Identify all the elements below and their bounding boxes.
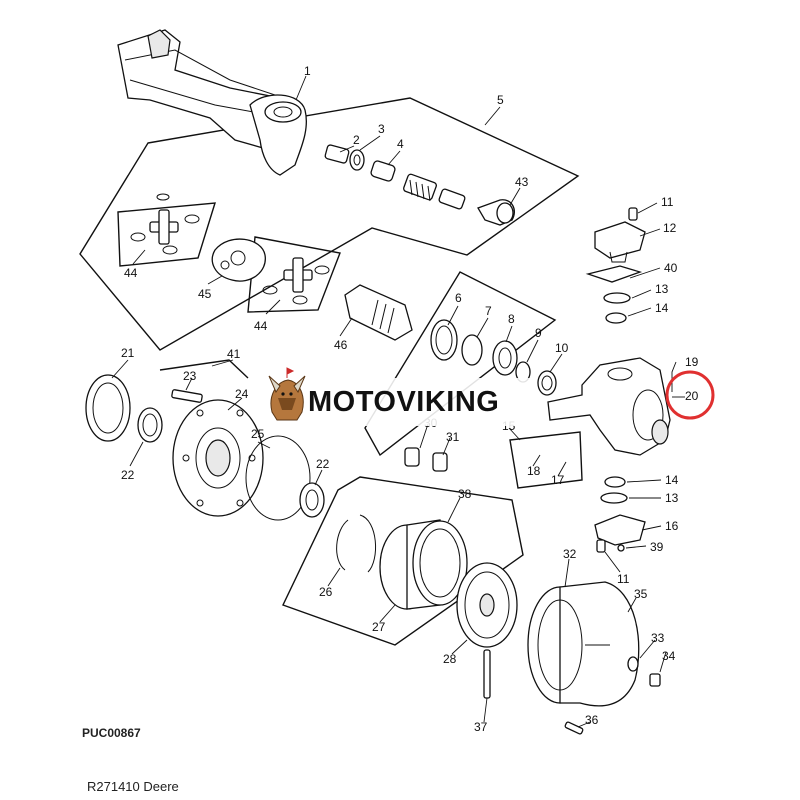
callout-5: 5: [497, 93, 504, 107]
frame-hardware: [509, 431, 583, 489]
callout-37: 37: [474, 720, 488, 734]
callout-8: 8: [508, 312, 515, 326]
callout-23: 23: [183, 369, 197, 383]
callout-46: 46: [334, 338, 348, 352]
callout-10: 10: [555, 341, 569, 355]
callout-31: 31: [446, 430, 460, 444]
callout-19: 19: [685, 355, 699, 369]
planetary-parts: [336, 447, 518, 699]
frame-ujoint-lower: [247, 236, 341, 313]
frame-driveshaft: [79, 97, 580, 351]
u-joints: [130, 193, 413, 341]
frame-bearing-set: [364, 271, 557, 457]
callout-12: 12: [663, 221, 677, 235]
callout-22-left: 22: [121, 468, 135, 482]
callout-25: 25: [251, 427, 265, 441]
hub-assembly: [85, 374, 325, 521]
leader-lines: [111, 75, 685, 728]
callout-18: 18: [527, 464, 541, 478]
bearing-set: [430, 319, 557, 396]
watermark: MOTOVIKING: [262, 367, 532, 426]
callout-1: 1: [304, 64, 311, 78]
callout-13-upper: 13: [655, 282, 669, 296]
callout-33: 33: [651, 631, 665, 645]
callout-11-lower: 11: [617, 572, 630, 586]
highlight-circle: [665, 370, 715, 420]
callout-3: 3: [378, 122, 385, 136]
callout-4: 4: [397, 137, 404, 151]
callout-9: 9: [535, 326, 542, 340]
callout-28: 28: [443, 652, 457, 666]
frame-planetary: [282, 476, 524, 646]
callout-20: 20: [685, 389, 699, 403]
callout-34: 34: [662, 649, 676, 663]
callout-22-right: 22: [316, 457, 330, 471]
callout-32: 32: [563, 547, 577, 561]
diagram-id-code: PUC00867: [82, 726, 141, 740]
steering-knuckle: [547, 207, 671, 553]
callout-27: 27: [372, 620, 386, 634]
callout-14-upper: 14: [655, 301, 669, 315]
callout-labels: 1 2 3 4 5 43 44 45 44 46 6 7 8 9 10 11 1…: [121, 64, 699, 734]
watermark-text: MOTOVIKING: [308, 386, 499, 418]
driveshaft-parts: [324, 144, 515, 226]
callout-16: 16: [665, 519, 679, 533]
callout-36: 36: [585, 713, 599, 727]
frame-ujoint-upper: [117, 202, 216, 267]
callout-35: 35: [634, 587, 648, 601]
callout-7: 7: [485, 304, 492, 318]
part-number-footer: R271410 Deere: [87, 779, 179, 794]
callout-6: 6: [455, 291, 462, 305]
planetary-housing: [527, 581, 661, 735]
frame-hub-bracket: [159, 359, 249, 379]
assembly-frames: [79, 97, 583, 646]
callout-44-lower: 44: [254, 319, 268, 333]
callout-21: 21: [121, 346, 135, 360]
callout-43: 43: [515, 175, 529, 189]
callout-24: 24: [235, 387, 249, 401]
callout-14-lower: 14: [665, 473, 679, 487]
viking-logo-icon: [268, 367, 306, 421]
callout-44-upper: 44: [124, 266, 138, 280]
callout-38: 38: [458, 487, 472, 501]
callout-11-upper: 11: [661, 195, 674, 209]
callout-39: 39: [650, 540, 664, 554]
callout-13-lower: 13: [665, 491, 679, 505]
callout-17: 17: [551, 473, 565, 487]
axle-housing: [117, 29, 307, 176]
callout-40: 40: [664, 261, 678, 275]
callout-2: 2: [353, 133, 360, 147]
callout-41: 41: [227, 347, 241, 361]
callout-26: 26: [319, 585, 333, 599]
callout-45: 45: [198, 287, 212, 301]
